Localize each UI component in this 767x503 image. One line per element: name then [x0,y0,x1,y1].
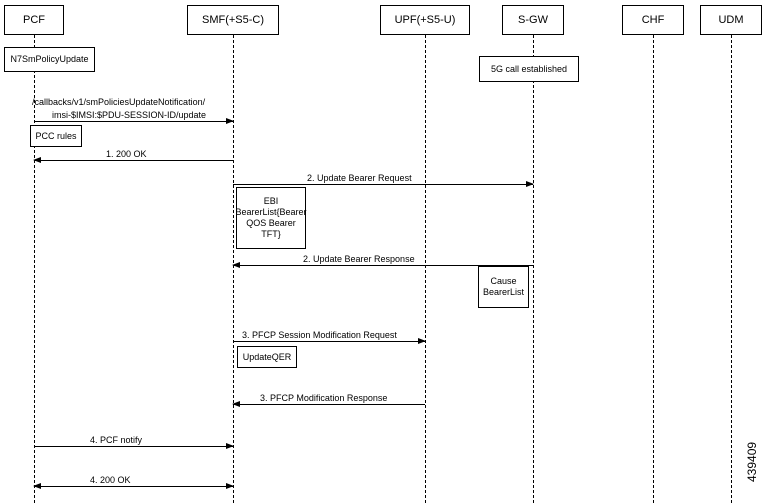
lifeline-udm [731,35,732,503]
lifeline-pcf [34,35,35,503]
label-pfcp-mod-response: 3. PFCP Modification Response [260,393,388,403]
note-pcc-rules: PCC rules [30,125,82,147]
arrow-200-ok-1 [33,157,233,163]
label-pfcp-mod-request: 3. PFCP Session Modification Request [242,330,397,340]
arrow-pcf-notify [34,443,234,449]
arrow-pfcp-mod-response [232,401,425,407]
arrow-update-bearer-response [232,262,533,268]
arrow-callback-update [34,118,234,124]
arrow-200-ok-4 [33,483,234,489]
participant-udm: UDM [700,5,762,35]
participant-smf: SMF(+S5-C) [187,5,279,35]
participant-pcf: PCF [4,5,64,35]
participant-chf: CHF [622,5,684,35]
note-bearer-info: EBI BearerList{Bearer QOS Bearer TFT} [235,187,307,249]
note-cause-bearerlist: Cause BearerList [478,266,529,308]
label-callback-line1: /callbacks/v1/smPoliciesUpdateNotificati… [32,97,206,107]
lifeline-smf [233,35,234,503]
label-update-bearer-response: 2. Update Bearer Response [303,254,415,264]
arrow-update-bearer-request [233,181,534,187]
lifeline-sgw [533,35,534,503]
note-5g-call-established: 5G call established [479,56,579,82]
participant-upf: UPF(+S5-U) [380,5,470,35]
lifeline-upf [425,35,426,503]
label-callback-line2: imsi-$IMSI:$PDU-SESSION-ID/update [52,110,207,120]
label-200-ok-4: 4. 200 OK [90,475,131,485]
lifeline-chf [653,35,654,503]
label-200-ok-1: 1. 200 OK [106,149,147,159]
participant-sgw: S-GW [502,5,564,35]
note-n7-smpolicy-update: N7SmPolicyUpdate [4,47,95,72]
label-update-bearer-request: 2. Update Bearer Request [307,173,412,183]
label-pcf-notify: 4. PCF notify [90,435,143,445]
diagram-id: 439409 [745,441,759,482]
note-update-qer: UpdateQER [237,346,297,368]
arrow-pfcp-mod-request [233,338,426,344]
